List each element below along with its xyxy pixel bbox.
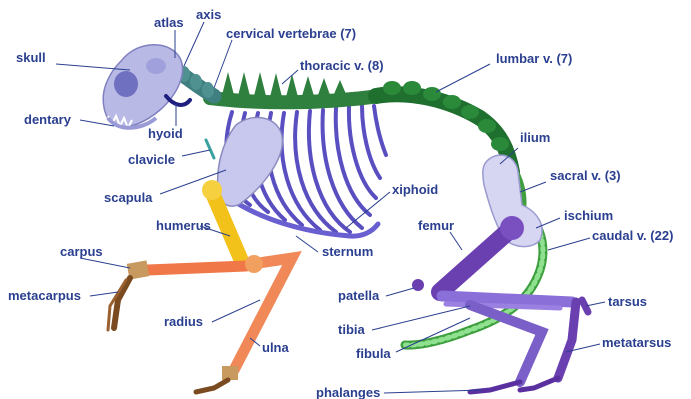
leader-radius: [212, 300, 260, 322]
leader-metacarpus: [90, 292, 118, 296]
label-caudal-vertebrae: caudal v. (22): [592, 228, 673, 243]
hindlimb: [412, 216, 588, 392]
leader-tarsus: [586, 302, 605, 306]
label-fibula: fibula: [356, 346, 391, 361]
label-phalanges: phalanges: [316, 385, 380, 399]
leader-lumbar: [436, 64, 490, 92]
label-lumbar-vertebrae: lumbar v. (7): [496, 51, 572, 66]
label-sternum: sternum: [322, 244, 373, 259]
label-axis: axis: [196, 7, 221, 22]
leader-phalanges: [384, 390, 482, 393]
leader-axis: [184, 22, 204, 66]
label-thoracic-vertebrae: thoracic v. (8): [300, 58, 384, 73]
label-ulna: ulna: [262, 340, 289, 355]
leader-clavicle: [182, 150, 210, 156]
label-hyoid: hyoid: [148, 126, 183, 141]
label-radius: radius: [164, 314, 203, 329]
label-metacarpus: metacarpus: [8, 288, 81, 303]
hyoid-bone: [166, 96, 190, 105]
label-skull: skull: [16, 50, 46, 65]
leader-femur: [450, 232, 462, 250]
leader-patella: [386, 288, 414, 296]
leader-tibia: [372, 306, 470, 330]
label-metatarsus: metatarsus: [602, 335, 671, 350]
label-xiphoid: xiphoid: [392, 182, 438, 197]
label-ilium: ilium: [520, 130, 550, 145]
label-clavicle: clavicle: [128, 152, 175, 167]
label-scapula: scapula: [104, 190, 153, 205]
label-ischium: ischium: [564, 208, 613, 223]
label-sacral-vertebrae: sacral v. (3): [550, 168, 621, 183]
leader-caudal: [548, 238, 590, 250]
thoracic-vertebrae: [210, 72, 380, 102]
label-tibia: tibia: [338, 322, 365, 337]
forelimb: [108, 180, 292, 392]
leader-sternum: [296, 236, 318, 252]
label-carpus: carpus: [60, 244, 103, 259]
label-atlas: atlas: [154, 15, 184, 30]
label-humerus: humerus: [156, 218, 211, 233]
leader-carpus: [80, 258, 130, 268]
skull: [103, 45, 182, 128]
label-cervical-vertebrae: cervical vertebrae (7): [226, 26, 356, 41]
label-femur: femur: [418, 218, 454, 233]
clavicle-bone: [206, 140, 214, 158]
label-tarsus: tarsus: [608, 294, 647, 309]
label-patella: patella: [338, 288, 380, 303]
label-dentary: dentary: [24, 112, 72, 127]
